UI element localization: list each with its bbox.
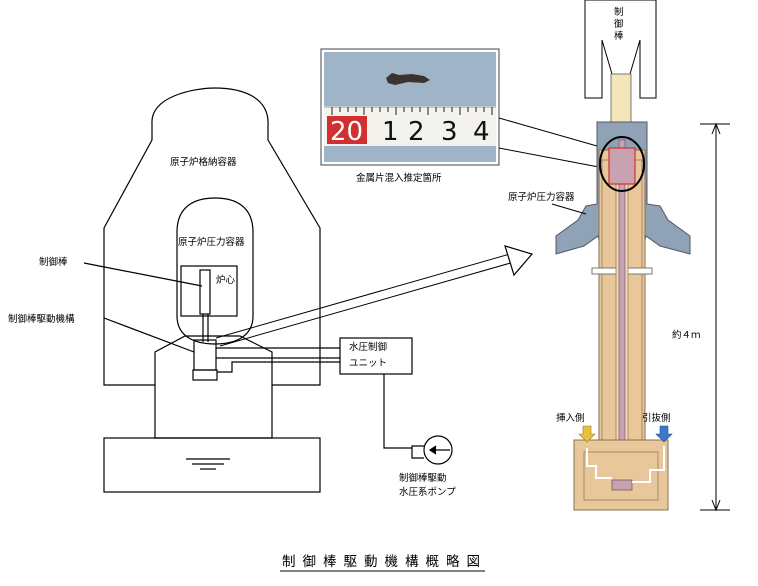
drive-mechanism-base [192, 369, 218, 381]
tape-mark-1: 1 [382, 117, 399, 147]
pump-arrow-head [428, 445, 437, 455]
core-box [180, 265, 238, 317]
detail-arrow-shaft-b [215, 253, 511, 339]
label-crd-mechanism: 制御棒駆動機構 [8, 313, 75, 325]
pipe-to-hcu-3 [217, 361, 340, 373]
label-control-rod-top-1: 制 [614, 6, 624, 18]
highlight-ellipse [599, 136, 645, 192]
photo-inset: 20 1 2 3 4 [320, 48, 500, 166]
tape-mark-20: 20 [330, 117, 363, 147]
containment-building [83, 87, 340, 493]
highlight-box [608, 147, 636, 185]
tape-ticks [331, 107, 493, 115]
piston-head [611, 479, 633, 491]
label-photo-caption: 金属片混入推定箇所 [356, 172, 442, 184]
label-pump-line1: 制御棒駆動 [399, 472, 447, 484]
piston-rod [618, 139, 626, 441]
figure-title: 制御棒駆動機構概略図 [282, 554, 487, 570]
photo-leader-2 [498, 147, 605, 169]
hcu-box [339, 337, 413, 375]
containment-outline [103, 87, 321, 439]
label-pressure-vessel-left: 原子炉圧力容器 [178, 236, 245, 248]
insert-passage [586, 448, 612, 479]
hcu-to-pump-pipe [383, 374, 412, 449]
label-control-rod-left: 制御棒 [39, 256, 68, 268]
label-withdraw-side: 引抜側 [642, 412, 671, 424]
metal-fragment [386, 73, 430, 85]
rod-coupling-top [610, 73, 632, 123]
label-control-rod-top-2: 御 [614, 18, 624, 30]
pump-circle [423, 435, 453, 465]
detail-arrow [215, 245, 534, 347]
tape-mark-2: 2 [408, 117, 425, 147]
label-containment-vessel: 原子炉格納容器 [170, 156, 237, 168]
label-hcu-line1: 水圧制御 [349, 341, 387, 353]
insert-arrow-icon [578, 425, 596, 443]
dimension-arrow-top [711, 122, 721, 135]
dimension-arrow-bottom [711, 499, 721, 512]
label-control-rod-top-3: 棒 [614, 30, 624, 42]
tape-red-mark [327, 116, 367, 144]
hydraulic-block-inner [583, 451, 659, 501]
highlight-fill [609, 148, 635, 184]
hydraulic-control-unit [339, 337, 453, 465]
photo-leader-1 [498, 117, 605, 149]
pump-outlet [411, 445, 424, 459]
label-pressure-vessel-right: 原子炉圧力容器 [508, 191, 575, 203]
leader-crd [103, 317, 195, 353]
detail-arrow-head [504, 245, 534, 277]
withdraw-arrow-icon [655, 425, 673, 443]
control-rod-left [199, 269, 211, 315]
withdraw-passage [632, 446, 665, 483]
label-pump-line2: 水圧系ポンプ [399, 486, 456, 498]
leader-control-rod [83, 262, 203, 287]
label-insert-side: 挿入側 [556, 412, 585, 424]
pressure-vessel-left [176, 197, 254, 345]
crd-detail [555, 0, 730, 512]
label-hcu-line2: ユニット [349, 358, 387, 369]
suppression-pool [103, 437, 321, 493]
label-core: 炉心 [216, 274, 236, 286]
leader-pressure-vessel-right [551, 203, 587, 215]
label-length: 約４ｍ [672, 329, 701, 341]
tape-mark-4: 4 [473, 117, 490, 147]
tape-mark-3: 3 [441, 117, 458, 147]
detail-arrow-shaft-a [219, 261, 515, 347]
